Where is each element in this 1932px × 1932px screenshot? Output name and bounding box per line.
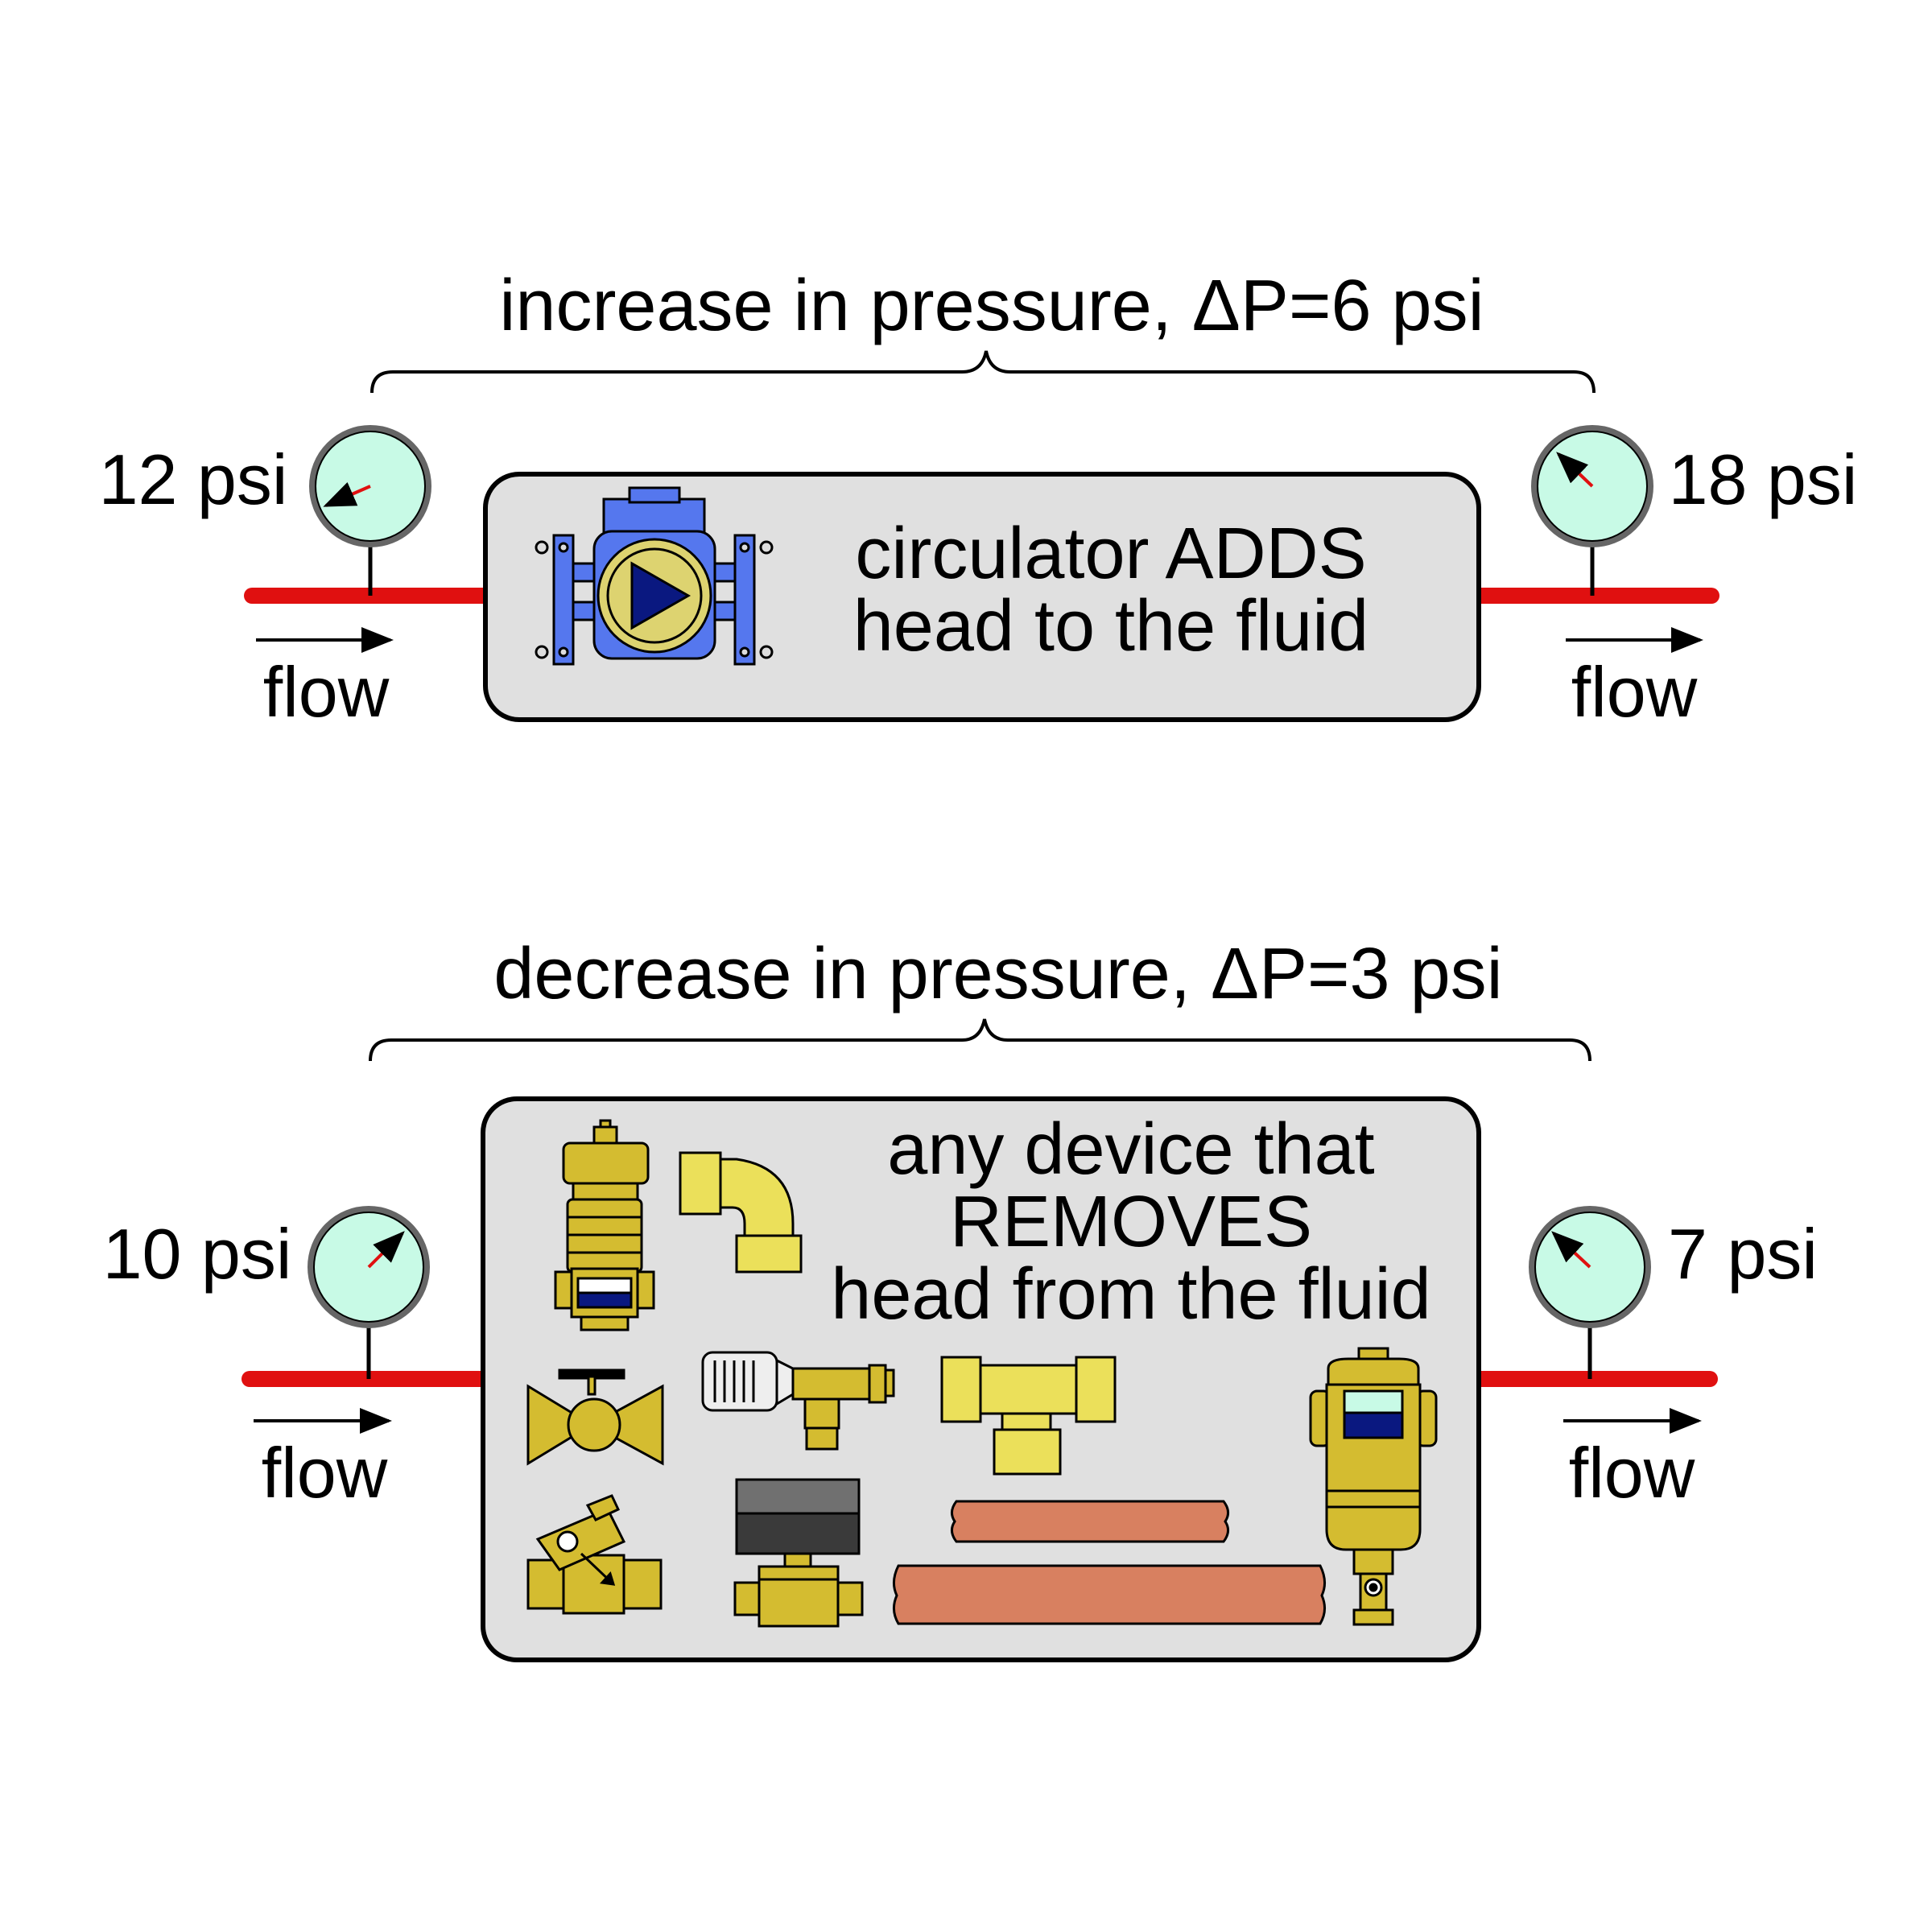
top-inlet-gauge — [309, 425, 431, 596]
bottom-flow-label-left: flow — [262, 1433, 388, 1513]
air-vent-icon — [554, 1119, 655, 1331]
bottom-box-line2: REMOVES — [950, 1182, 1312, 1262]
bottom-section: decrease in pressure, ΔP=3 psi 10 psi 7 … — [103, 934, 1818, 1662]
bottom-title: decrease in pressure, ΔP=3 psi — [493, 934, 1502, 1014]
dirt-separator-icon — [1309, 1347, 1438, 1626]
ball-valve-icon — [526, 1368, 664, 1466]
bottom-box-line3: head from the fluid — [831, 1254, 1430, 1335]
bottom-flow-label-right: flow — [1569, 1433, 1695, 1513]
bottom-outlet-needle — [1551, 1231, 1591, 1269]
bottom-box-line1: any device that — [887, 1109, 1374, 1190]
top-title: increase in pressure, ΔP=6 psi — [499, 266, 1484, 346]
bottom-brace — [369, 1018, 1591, 1062]
bottom-outlet-gauge — [1529, 1206, 1651, 1379]
bottom-inlet-needle — [367, 1231, 405, 1269]
bottom-inlet-reading: 10 psi — [103, 1214, 292, 1294]
bottom-outlet-reading: 7 psi — [1668, 1214, 1818, 1294]
top-outlet-reading: 18 psi — [1669, 440, 1858, 519]
top-brace — [370, 350, 1596, 394]
thermostatic-valve-icon — [701, 1351, 895, 1451]
top-inlet-reading: 12 psi — [99, 440, 288, 519]
tee-fitting-icon — [940, 1356, 1117, 1476]
bottom-inlet-gauge — [308, 1206, 430, 1379]
top-inlet-needle — [323, 481, 371, 507]
top-outlet-gauge — [1531, 425, 1653, 596]
top-section: increase in pressure, ΔP=6 psi 12 psi 18… — [99, 266, 1858, 732]
top-box-line1: circulator ADDS — [855, 514, 1366, 594]
top-outlet-needle — [1556, 452, 1594, 488]
elbow-fitting-icon — [679, 1151, 803, 1274]
check-valve-icon — [526, 1494, 663, 1615]
top-flow-label-right: flow — [1571, 652, 1698, 732]
circulator-pump-icon — [535, 486, 774, 666]
copper-pipe-icon — [893, 1500, 1326, 1625]
top-flow-label-left: flow — [263, 652, 390, 732]
top-box-line2: head to the fluid — [853, 586, 1369, 667]
zone-valve-icon — [733, 1478, 864, 1628]
